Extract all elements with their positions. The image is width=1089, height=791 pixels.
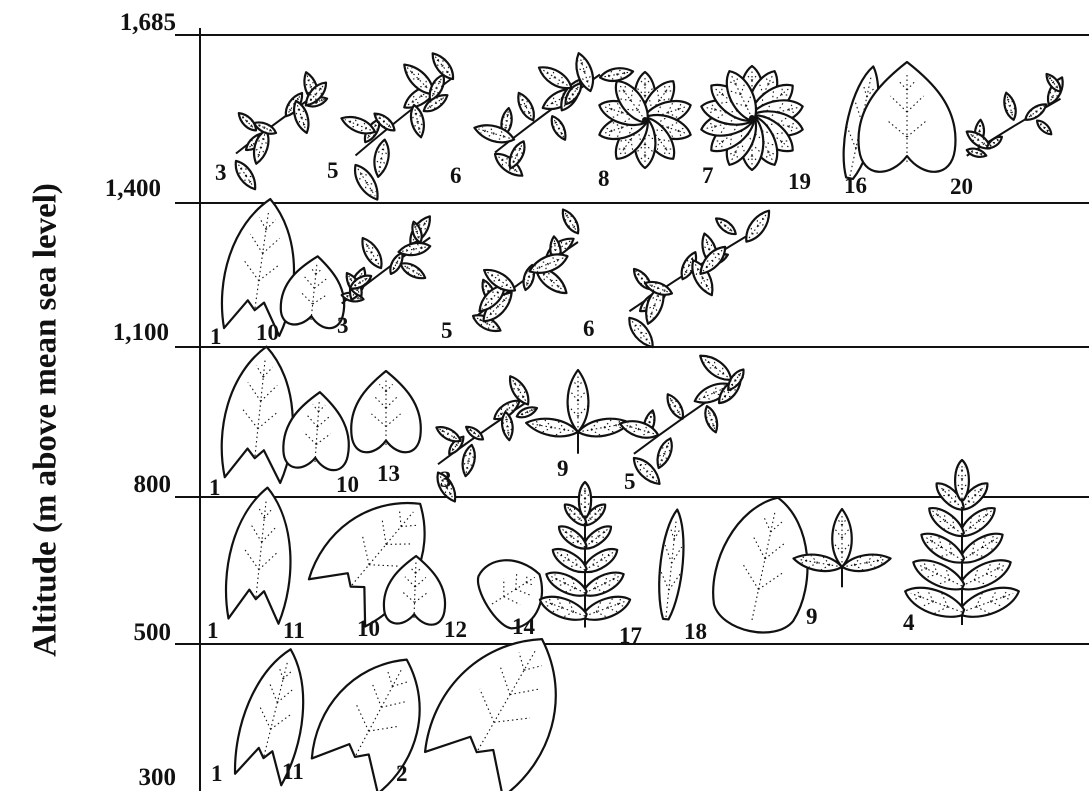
compound-leaf-drawing (470, 207, 582, 336)
sagittate-leaf-drawing (304, 638, 449, 791)
species-number-label: 10 (357, 616, 380, 641)
species-number-label: 3 (440, 467, 452, 492)
y-tick-label: 300 (139, 764, 177, 791)
species-number-label: 5 (441, 318, 453, 343)
y-axis-label: Altitude (m above mean sea level) (28, 183, 64, 657)
compound-leaf-drawing (341, 213, 435, 304)
species-number-label: 7 (702, 163, 714, 188)
compound-leaf-drawing (624, 207, 774, 352)
species-number-label: 10 (336, 472, 359, 497)
compound-leaf-drawing (339, 50, 458, 204)
y-tick-label: 500 (134, 619, 172, 646)
palmate-leaf-drawing (596, 72, 694, 168)
pinnatifid-leaf-drawing (537, 482, 634, 628)
species-number-label: 8 (598, 166, 610, 191)
species-number-label: 6 (450, 163, 462, 188)
species-number-label: 1 (210, 324, 222, 349)
y-tick-label: 800 (134, 471, 172, 498)
sagittate-leaf-drawing (222, 484, 299, 624)
species-number-label: 1 (209, 475, 221, 500)
species-number-label: 9 (557, 456, 569, 481)
palmate-leaf-drawing (699, 66, 805, 170)
species-number-label: 9 (806, 604, 818, 629)
compound-leaf-drawing (231, 70, 330, 192)
species-number-label: 4 (903, 610, 915, 635)
species-number-label: 11 (282, 759, 304, 784)
cordate-leaf-drawing (282, 390, 353, 471)
species-number-label: 18 (684, 619, 707, 644)
species-number-label: 10 (256, 320, 279, 345)
species-number-label: 11 (283, 618, 305, 643)
trifoliate-leaf-drawing (525, 370, 632, 454)
species-number-label: 1 (211, 761, 223, 786)
y-tick-label: 1,685 (120, 9, 176, 36)
sagittate-leaf-drawing (229, 642, 319, 787)
species-number-label: 12 (444, 617, 467, 642)
lance-leaf-drawing (655, 508, 689, 620)
sagittate-leaf-drawing (415, 611, 590, 791)
leaf-drawings (217, 50, 1067, 791)
y-tick-label: 1,100 (113, 319, 169, 346)
species-number-label: 13 (377, 461, 400, 486)
pinnatifid-leaf-drawing (901, 460, 1023, 625)
compound-leaf-drawing (964, 71, 1067, 159)
species-number-label: 1 (207, 618, 219, 643)
compound-leaf-drawing (618, 350, 747, 488)
species-number-label: 17 (619, 623, 642, 648)
species-number-label: 19 (788, 169, 811, 194)
cordate-leaf-drawing (351, 371, 421, 452)
species-number-label: 5 (327, 158, 339, 183)
y-tick-label: 1,400 (105, 175, 161, 202)
species-numbers: 3568719162011035611013395111101214171894… (207, 158, 973, 786)
species-number-label: 2 (396, 761, 408, 786)
species-number-label: 16 (844, 173, 867, 198)
species-number-label: 5 (624, 469, 636, 494)
species-number-label: 6 (583, 316, 595, 341)
species-number-label: 3 (215, 160, 227, 185)
species-number-label: 3 (337, 313, 349, 338)
species-number-label: 14 (512, 614, 536, 639)
species-number-label: 20 (950, 174, 973, 199)
